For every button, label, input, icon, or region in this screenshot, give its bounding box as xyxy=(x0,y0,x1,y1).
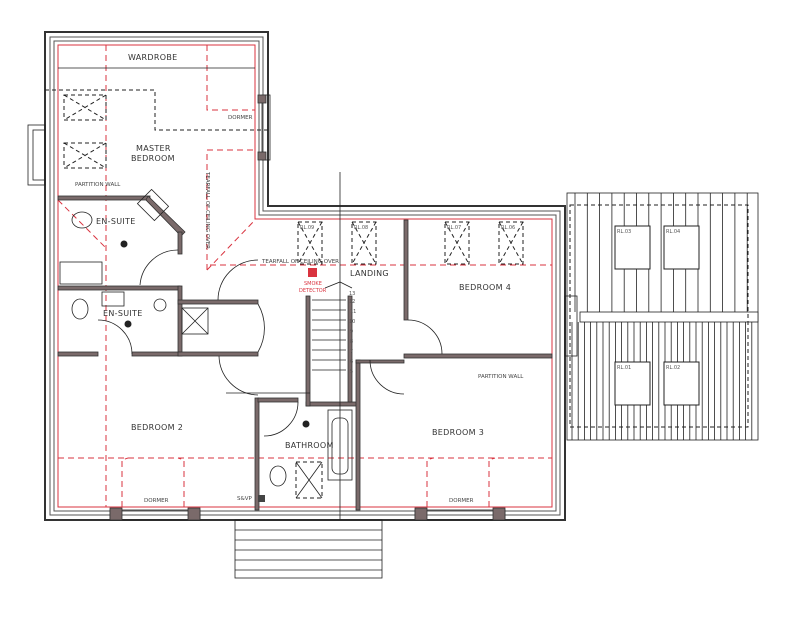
label-master-bedroom: MASTER xyxy=(136,144,171,153)
rl-label: RL.09 xyxy=(300,225,314,231)
room-labels: WARDROBE MASTER BEDROOM EN-SUITE EN-SUIT… xyxy=(96,53,511,450)
dormer-windows xyxy=(109,94,506,521)
rl-label: RL.08 xyxy=(354,225,368,231)
stair-numbers: 13 12 11 10 9 8 7 6 5 xyxy=(349,291,356,375)
note-svp: S&VP xyxy=(237,496,253,502)
stair-number: 9 xyxy=(350,329,353,335)
note-detector: DETECTOR xyxy=(299,288,327,294)
rl-label: RL.06 xyxy=(501,225,515,231)
stair-number: 8 xyxy=(350,339,353,345)
note-smoke: SMOKE xyxy=(304,281,322,287)
label-ensuite-lower: EN-SUITE xyxy=(103,309,143,318)
label-bedroom2: BEDROOM 2 xyxy=(131,423,183,432)
note-partition-wall-bed3: PARTITION WALL xyxy=(478,374,524,380)
label-wardrobe: WARDROBE xyxy=(128,53,177,62)
stair-number: 10 xyxy=(349,319,355,325)
staircase xyxy=(226,172,353,520)
rl-label: RL.07 xyxy=(447,225,461,231)
note-dormer-master: DORMER xyxy=(228,115,253,121)
ceiling-lines xyxy=(45,45,552,507)
label-landing: LANDING xyxy=(350,269,389,278)
stair-number: 7 xyxy=(350,349,353,355)
note-tearfall-landing: TEARFALL OF CEILING OVER xyxy=(261,259,339,265)
doors xyxy=(97,249,443,437)
internal-walls xyxy=(57,195,553,511)
rooflights-internal xyxy=(63,94,524,265)
label-bedroom4: BEDROOM 4 xyxy=(459,283,511,292)
external-steps xyxy=(234,519,383,579)
stair-number: 5 xyxy=(350,369,353,375)
rooflight-labels: RL.09 RL.08 RL.07 RL.06 RL.03 RL.04 RL.0… xyxy=(300,225,680,371)
label-master-bedroom-2: BEDROOM xyxy=(131,154,175,163)
smoke-detector-icon xyxy=(308,268,317,277)
stair-number: 6 xyxy=(350,359,353,365)
stair-number: 12 xyxy=(349,299,355,305)
outer-walls xyxy=(27,31,578,521)
sanitary-fittings xyxy=(59,188,353,502)
stair-number: 11 xyxy=(350,309,356,315)
note-tearfall-vertical: TEARFALL OF CEILING OVER xyxy=(204,171,210,249)
rl-label: RL.02 xyxy=(666,365,680,371)
stair-number: 13 xyxy=(349,291,355,297)
rl-label: RL.03 xyxy=(617,229,631,235)
note-dormer-bed2: DORMER xyxy=(144,498,169,504)
note-dormer-bed3: DORMER xyxy=(449,498,474,504)
rl-label: RL.04 xyxy=(666,229,680,235)
label-bedroom3: BEDROOM 3 xyxy=(432,428,484,437)
annotations: DORMER DORMER DORMER PARTITION WALL PART… xyxy=(75,115,524,504)
note-partition-wall-master: PARTITION WALL xyxy=(75,182,121,188)
label-bathroom: BATHROOM xyxy=(285,441,334,450)
rl-label: RL.01 xyxy=(617,365,631,371)
label-ensuite-upper: EN-SUITE xyxy=(96,217,136,226)
roof-plan xyxy=(566,192,759,441)
